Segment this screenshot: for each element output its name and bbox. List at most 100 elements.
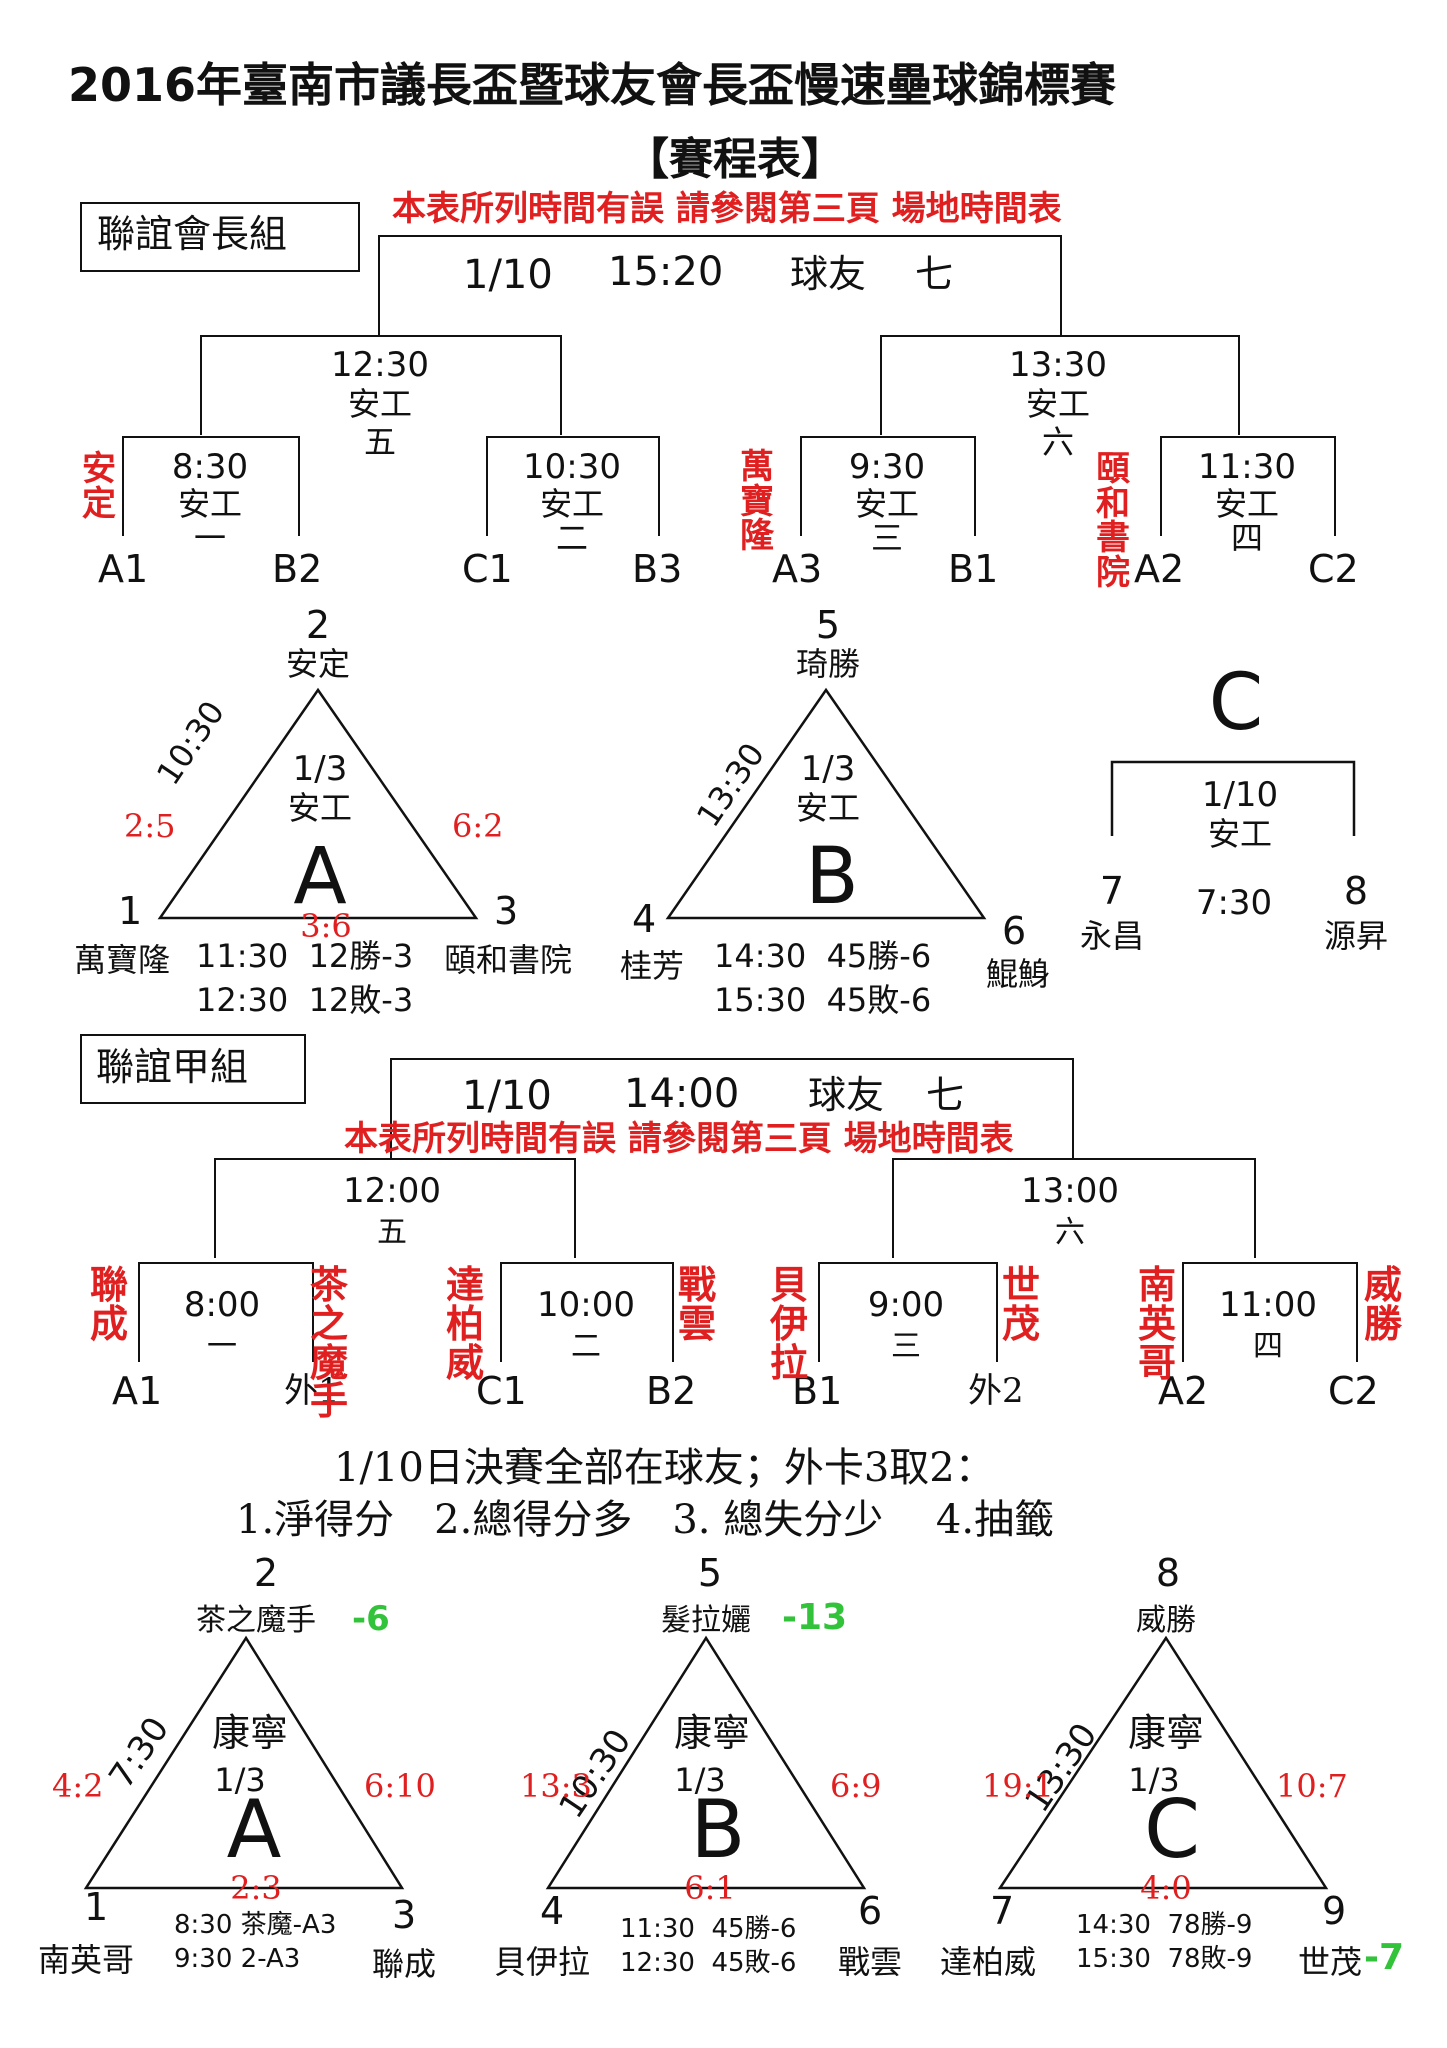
g2a-left-name: 南英哥 bbox=[38, 1941, 135, 1979]
q2-right-seed: B3 bbox=[632, 547, 683, 591]
g1c-place: 安工 bbox=[1207, 815, 1273, 853]
g2-notice-text: 本表所列時間有誤 請參閱第三頁 場地時間表 bbox=[344, 1119, 1014, 1159]
g2-q4-right-seed: C2 bbox=[1328, 1369, 1379, 1413]
g2a-top-num: 2 bbox=[253, 1551, 279, 1595]
g2-q2-left-c2: 柏 bbox=[446, 1301, 485, 1346]
g2-q2-right-c2: 雲 bbox=[678, 1301, 717, 1346]
q2-game: 二 bbox=[555, 519, 589, 557]
g2c-sched2: 15:30 78敗-9 bbox=[1076, 1944, 1253, 1974]
g2b-sched1: 11:30 45勝-6 bbox=[620, 1914, 797, 1944]
g2-q4-right-name: 威勝 bbox=[1364, 1266, 1402, 1344]
g1b-date: 1/3 bbox=[800, 749, 856, 789]
g2-pool-a-triangle bbox=[83, 1635, 405, 1890]
g2c-score-bottom: 4:0 bbox=[1140, 1869, 1192, 1907]
g1a-score-right: 6:2 bbox=[452, 807, 504, 845]
notice-text: 本表所列時間有誤 請參閱第三頁 場地時間表 bbox=[392, 189, 1062, 229]
semi-left-time: 12:30 bbox=[331, 345, 429, 385]
g2a-top-name: 茶之魔手 bbox=[196, 1603, 316, 1638]
g2-q3-left-name: 貝伊拉 bbox=[770, 1266, 808, 1382]
g2b-score-bottom: 6:1 bbox=[684, 1869, 736, 1907]
g2a-right-num: 3 bbox=[392, 1893, 417, 1937]
g2c-letter: C bbox=[1144, 1783, 1200, 1876]
g2-final-time: 14:00 bbox=[624, 1071, 740, 1117]
g2-q4-right-c1: 威 bbox=[1364, 1263, 1403, 1307]
g2c-right-num: 9 bbox=[1322, 1889, 1347, 1933]
g1a-top-name: 安定 bbox=[285, 645, 351, 683]
g1c-right-name: 源昇 bbox=[1323, 917, 1389, 955]
g2c-left-num: 7 bbox=[990, 1889, 1015, 1933]
g2c-score-left: 19:1 bbox=[982, 1767, 1054, 1805]
g2-q2-right-seed: B2 bbox=[646, 1369, 697, 1413]
g2c-right-diff: -7 bbox=[1364, 1937, 1404, 1978]
g2-q1-right-c4: 手 bbox=[310, 1379, 349, 1424]
g2-q2-right-c1: 戰 bbox=[678, 1263, 717, 1307]
g1a-sched2: 12:30 12敗-3 bbox=[196, 981, 414, 1019]
g2c-left-name: 達柏威 bbox=[940, 1943, 1037, 1981]
q1-winner-c1: 安 bbox=[82, 449, 116, 489]
g1c-date: 1/10 bbox=[1201, 775, 1279, 815]
g2-q4-right-c2: 勝 bbox=[1364, 1301, 1403, 1346]
g2a-score-bottom: 2:3 bbox=[230, 1869, 282, 1907]
g2-q3-right-seed: 外2 bbox=[968, 1371, 1024, 1411]
q1-right-seed: B2 bbox=[272, 547, 323, 591]
g2-q4-left-name: 南英哥 bbox=[1138, 1266, 1176, 1382]
g2-q3-left-c2: 伊 bbox=[770, 1301, 809, 1346]
page-title: 2016年臺南市議長盃暨球友會長盃慢速壘球錦標賽 bbox=[68, 58, 1117, 112]
g2b-place: 康寧 bbox=[673, 1711, 751, 1755]
g2b-score-right: 6:9 bbox=[830, 1767, 882, 1805]
g2b-left-name: 貝伊拉 bbox=[494, 1943, 591, 1981]
g2c-top-num: 8 bbox=[1155, 1551, 1181, 1595]
g2-q4-left-c1: 南 bbox=[1138, 1263, 1177, 1307]
g2a-place: 康寧 bbox=[211, 1711, 289, 1755]
g2b-right-num: 6 bbox=[858, 1889, 883, 1933]
g1c-letter: C bbox=[1208, 658, 1264, 748]
g2-pool-c-triangle bbox=[997, 1635, 1329, 1890]
semi-left-place: 安工 bbox=[347, 385, 413, 423]
q3-place: 安工 bbox=[854, 485, 920, 523]
g2-semi-left-time: 12:00 bbox=[343, 1171, 441, 1211]
g2a-score-left: 4:2 bbox=[52, 1767, 104, 1805]
q4-winner-c2: 和 bbox=[1096, 483, 1130, 524]
g2b-top-diff: -13 bbox=[782, 1597, 848, 1638]
q4-game: 四 bbox=[1230, 519, 1264, 557]
g2-q1-game: 一 bbox=[207, 1329, 237, 1364]
final-place: 球友 bbox=[790, 252, 867, 296]
g2-q1-left-seed: A1 bbox=[112, 1369, 163, 1413]
g1c-right-num: 8 bbox=[1343, 869, 1369, 913]
g2-semi-left-game: 五 bbox=[377, 1215, 407, 1250]
g2-q3-left-c3: 拉 bbox=[770, 1340, 809, 1385]
g2-q2-time: 10:00 bbox=[537, 1285, 635, 1325]
g2-q2-game: 二 bbox=[571, 1329, 601, 1364]
g2c-top-name: 威勝 bbox=[1136, 1603, 1196, 1638]
g2-q3-right-name: 世茂 bbox=[1002, 1266, 1040, 1344]
q4-winner-c4: 院 bbox=[1096, 553, 1130, 594]
g2-q4-time: 11:00 bbox=[1219, 1285, 1317, 1325]
g2-q1-right-c1: 茶 bbox=[310, 1263, 349, 1307]
g2b-top-name: 髮拉孋 bbox=[661, 1603, 751, 1638]
g2a-sched1: 8:30 茶魔-A3 bbox=[174, 1910, 337, 1940]
q4-time: 11:30 bbox=[1198, 447, 1296, 487]
g1-pool-a-triangle bbox=[157, 687, 479, 920]
g1-pool-b-triangle bbox=[665, 687, 987, 920]
g2-q2-left-c1: 達 bbox=[446, 1263, 485, 1307]
q4-winner-c1: 頤 bbox=[1096, 449, 1130, 489]
q1-time: 8:30 bbox=[171, 447, 249, 487]
g1c-time: 7:30 bbox=[1195, 883, 1273, 923]
g1a-score-left: 2:5 bbox=[124, 807, 176, 845]
g2a-top-diff: -6 bbox=[352, 1599, 390, 1639]
g1b-right-name: 鯤鯓 bbox=[986, 955, 1051, 993]
g2-semi-right-time: 13:00 bbox=[1021, 1171, 1119, 1211]
g1a-right-num: 3 bbox=[494, 889, 519, 933]
g2-q3-time: 9:00 bbox=[867, 1285, 945, 1325]
g1c-left-name: 永昌 bbox=[1079, 917, 1145, 955]
q3-winner-c2: 寶 bbox=[740, 481, 774, 522]
g1-pool-c-bracket bbox=[1110, 760, 1356, 836]
g2-q4-left-c2: 英 bbox=[1138, 1301, 1177, 1346]
g2-q2-left-c3: 威 bbox=[446, 1340, 485, 1385]
g2b-right-name: 戰雲 bbox=[838, 1943, 903, 1981]
semi-left-game: 五 bbox=[363, 423, 397, 461]
g2a-right-name: 聯成 bbox=[372, 1945, 437, 1983]
g2b-score-left: 13:3 bbox=[520, 1767, 592, 1805]
g2b-top-num: 5 bbox=[697, 1551, 723, 1595]
